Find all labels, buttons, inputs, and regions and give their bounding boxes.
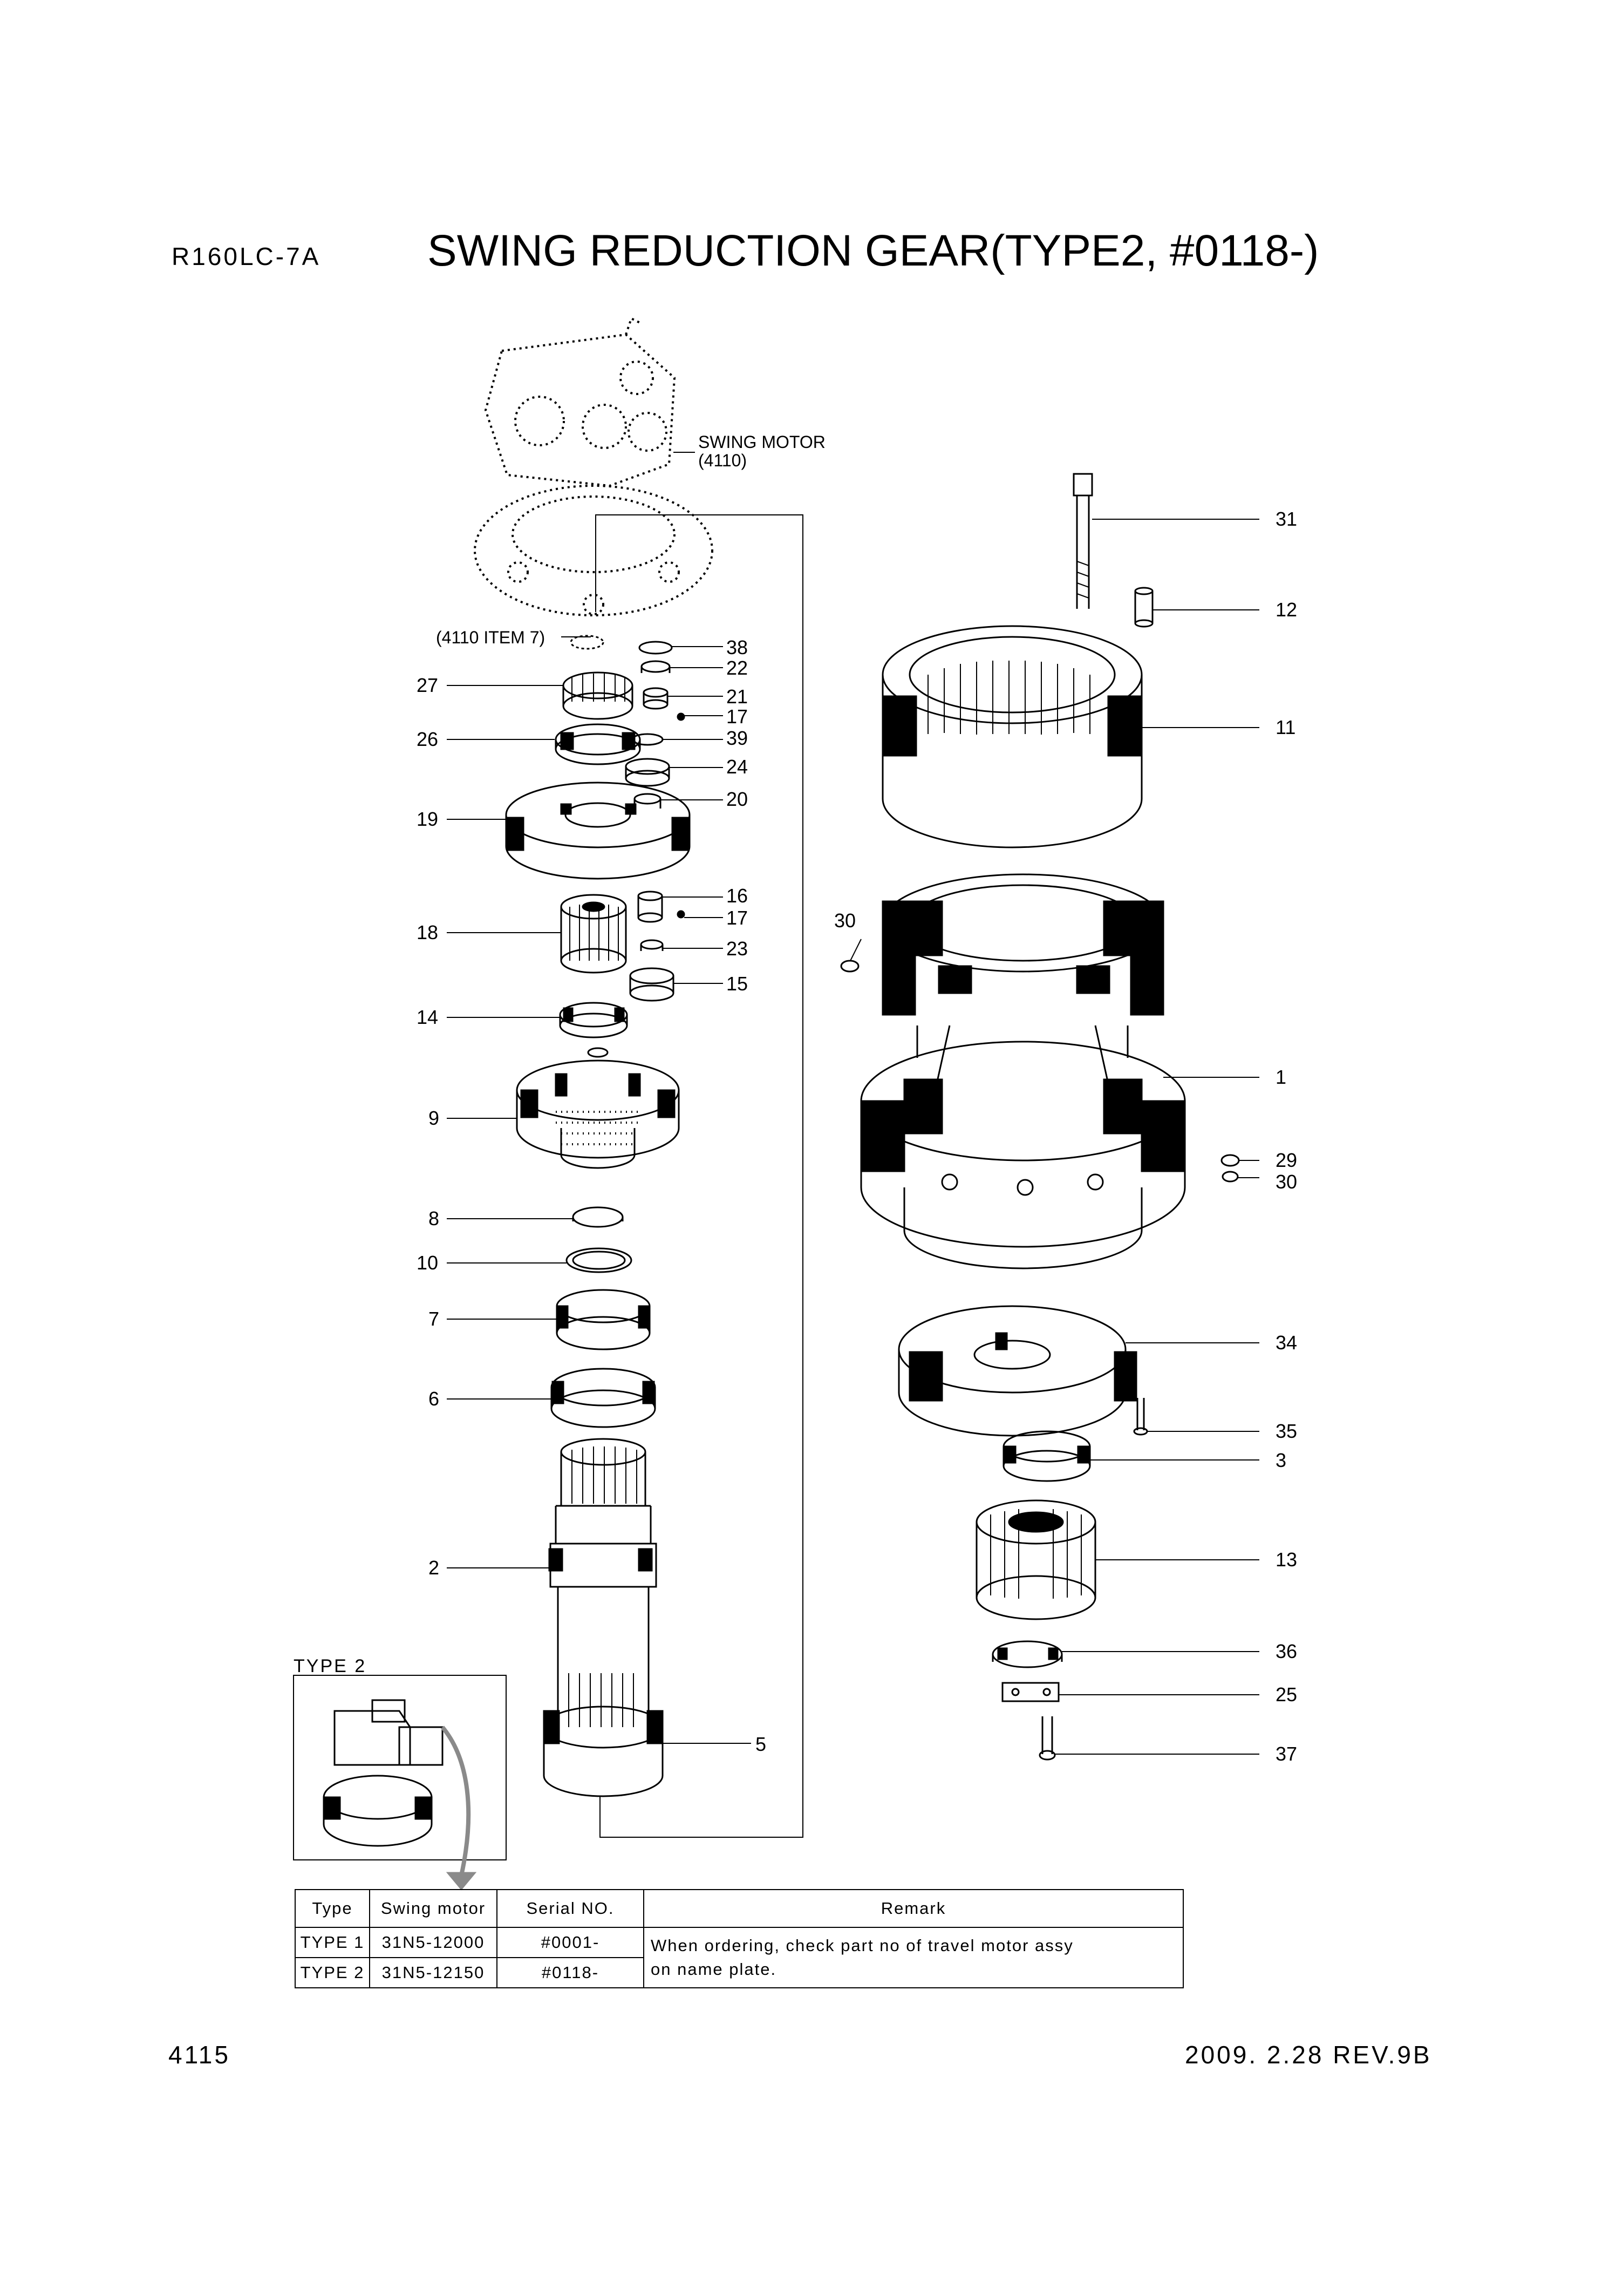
part-6-bearing [550,1368,656,1428]
part-9-carrier-2 [516,1047,680,1169]
type2-arrow [440,1726,471,1876]
callout-6: 6 [428,1388,439,1410]
cell-type: TYPE 1 [295,1927,370,1958]
callout-26: 26 [417,728,438,750]
remark-line-1: When ordering, check part no of travel m… [651,1936,1074,1955]
callout-11: 11 [1276,716,1295,738]
callout-23: 23 [726,938,748,960]
callout-29: 29 [1276,1149,1297,1171]
callout-18: 18 [417,921,438,943]
callout-25: 25 [1276,1683,1297,1706]
callout-5: 5 [755,1733,766,1755]
callout-37: 37 [1276,1743,1297,1765]
part-16-23-15 [629,891,685,1002]
part-1-casing [860,873,1186,1269]
callout-39: 39 [726,727,748,749]
callout-22: 22 [726,657,748,679]
callout-17b: 17 [726,907,748,929]
part-12-pin [1134,587,1154,628]
callout-12: 12 [1276,599,1297,621]
swing-motor-phantom [474,317,713,616]
callout-10: 10 [417,1252,438,1274]
page-number: 4115 [168,2041,230,2069]
part-13-pinion [976,1499,1096,1620]
part-11-ring-gear [882,625,1143,848]
callout-31: 31 [1276,508,1297,530]
cell-remark: When ordering, check part no of travel m… [643,1927,1184,1988]
callout-17a: 17 [726,705,748,728]
type2-label: TYPE 2 [294,1656,367,1676]
part-36-25-37 [992,1640,1063,1761]
cell-serial: #0118- [496,1957,644,1988]
part-5-collar [543,514,803,1838]
col-header-motor: Swing motor [369,1889,497,1928]
col-header-type: Type [295,1889,370,1928]
part-3-bearing [1003,1430,1091,1482]
cell-type: TYPE 2 [295,1957,370,1988]
part-27-sun-gear [562,671,633,720]
type2-inset-motor [323,1699,444,1847]
callout-14: 14 [417,1006,438,1028]
cell-serial: #0001- [496,1927,644,1958]
table-header-row: Type Swing motor Serial NO. Remark [295,1889,1184,1928]
callout-34: 34 [1276,1332,1297,1354]
part-10-snap-ring [565,1247,632,1273]
part-26-thrust-plate [555,723,641,765]
callout-9: 9 [428,1107,439,1129]
callout-8: 8 [428,1207,439,1229]
table-row: TYPE 1 31N5-12000 #0001- When ordering, … [295,1927,1184,1988]
part-19-carrier-1 [505,782,691,880]
page-title: SWING REDUCTION GEAR(TYPE2, #0118-) [427,226,1319,275]
part-18-planet-gear [560,894,627,974]
leader-lines [447,452,1259,1755]
type2-inset-frame [293,1675,507,1860]
callout-3: 3 [1276,1449,1286,1471]
callout-7: 7 [428,1308,439,1330]
part-38-22-21 [570,635,685,721]
callout-labels: 38 22 21 17 39 24 20 16 17 23 15 5 27 26… [417,432,1297,1765]
callout-30a: 30 [834,909,856,932]
part-34-cover [898,1305,1137,1437]
callout-24: 24 [726,756,748,778]
part-8-plate [572,1206,624,1228]
col-header-serial: Serial NO. [496,1889,644,1928]
callout-30b: 30 [1276,1171,1297,1193]
callout-1: 1 [1276,1066,1286,1088]
part-31-bolt [1073,473,1093,609]
cell-motor: 31N5-12000 [369,1927,497,1958]
model-code: R160LC-7A [172,242,321,270]
callout-36: 36 [1276,1640,1297,1662]
cell-motor: 31N5-12150 [369,1957,497,1988]
revision-date: 2009. 2.28 REV.9B [1185,2041,1432,2069]
type-table: Type Swing motor Serial NO. Remark TYPE … [295,1889,1184,1988]
callout-13: 13 [1276,1548,1297,1571]
swing-motor-label: SWING MOTOR [698,432,826,452]
part-35-bolt [1133,1398,1148,1436]
swing-motor-ref: (4110) [698,451,747,470]
table-row: TYPE 2 31N5-12150 #0118- [295,1957,1183,1988]
callout-38: 38 [726,636,748,658]
callout-20: 20 [726,788,748,810]
remark-line-2: on name plate. [651,1960,777,1979]
part-7-bearing [556,1289,651,1350]
callout-16: 16 [726,885,748,907]
item-ref-label: (4110 ITEM 7) [436,628,545,647]
callout-21: 21 [726,685,748,708]
callout-15: 15 [726,973,748,995]
part-14-thrust-plate [559,1002,628,1038]
callout-35: 35 [1276,1420,1297,1442]
callout-27: 27 [417,674,438,696]
callout-19: 19 [417,808,438,830]
part-2-pinion-shaft [548,1438,657,1727]
callout-2: 2 [428,1557,439,1579]
col-header-remark: Remark [643,1889,1184,1928]
